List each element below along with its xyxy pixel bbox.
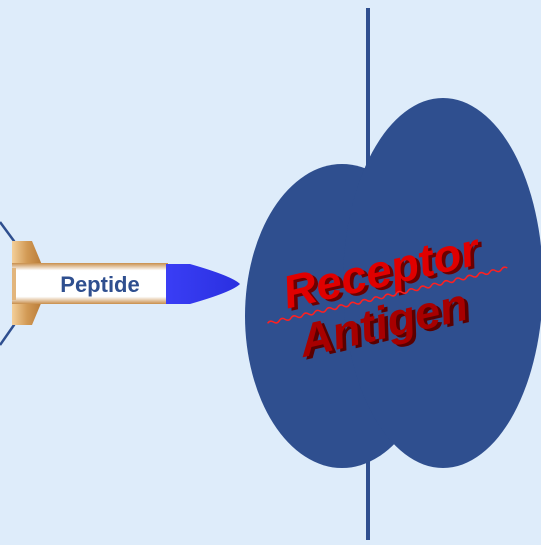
rocket-body bbox=[12, 263, 168, 304]
rocket-fin-top bbox=[12, 241, 42, 265]
peptide-label: Peptide bbox=[60, 272, 139, 297]
receptor-shape bbox=[245, 98, 541, 468]
rocket-fin-bottom bbox=[12, 301, 42, 325]
hexagon-edge bbox=[0, 221, 16, 346]
rocket-warhead bbox=[166, 264, 240, 304]
peptide-rocket: Peptide bbox=[12, 241, 240, 325]
spellcheck-underline bbox=[266, 266, 508, 324]
